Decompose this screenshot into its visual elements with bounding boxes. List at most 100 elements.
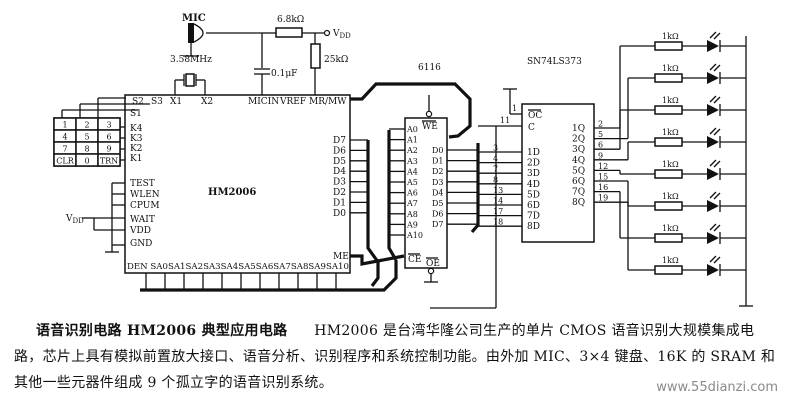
latch-pinnum-out: 15: [598, 173, 608, 182]
mic-bias-network: 6.8kΩ VDD 25kΩ 0.1μF: [254, 15, 351, 95]
sram-pin-a3: A3: [406, 157, 418, 166]
address-bus-drops: [145, 273, 337, 290]
hm2006-pin-d2: D2: [333, 188, 346, 198]
latch-pin-oc: OC: [528, 111, 542, 121]
pin-k2: K2: [130, 144, 142, 154]
sram-data-pin-d6: D6: [432, 210, 444, 219]
led-resistor: [654, 233, 683, 243]
pin-vdd: VDD: [129, 226, 151, 236]
caption-body: HM2006 是台湾华隆公司生产的单片 CMOS 语音识别大规模集成电路，芯片上…: [14, 323, 776, 391]
sram-6116: 6116 A0A1A2A3A4A5A6A7A8A9A10D0D1D2D3D4D5…: [389, 63, 478, 283]
led-resistor-label: 1kΩ: [662, 192, 679, 201]
pin-gnd: GND: [130, 239, 152, 249]
latch-pinnum-out: 6: [598, 141, 603, 150]
sram-oe-pin: OE: [426, 259, 440, 269]
latch-pinnum-oc: 1: [512, 104, 517, 113]
latch-pinnum-in: 14: [493, 197, 503, 206]
latch-pin-5d: 5D: [527, 190, 540, 200]
pin-k1: K1: [130, 154, 142, 164]
sram-body: [404, 117, 448, 269]
crystal: 3.58MHz: [170, 55, 212, 95]
sram-pin-a4: A4: [406, 167, 418, 176]
led-resistor-label: 1kΩ: [662, 128, 679, 137]
latch-pin-4q: 4Q: [572, 156, 585, 166]
latch-pin-6d: 6D: [527, 201, 540, 211]
led-resistor-label: 1kΩ: [662, 32, 679, 41]
pin-k3: K3: [130, 134, 143, 144]
key-8: 8: [84, 145, 89, 154]
left-wiring: VDD: [65, 182, 125, 253]
sram-we-pin: WE: [422, 122, 438, 132]
led-resistor: [654, 265, 683, 275]
led-resistor: [654, 41, 683, 51]
pin-vref: VREF: [279, 97, 306, 107]
latch-pinnum-out: 16: [598, 183, 608, 192]
key-2: 2: [84, 121, 89, 130]
pin-me: ME: [333, 252, 349, 262]
latch-pin-4d: 4D: [527, 180, 540, 190]
led-icon: [707, 104, 719, 116]
keypad-wiring: [61, 97, 150, 161]
led-resistor-label: 1kΩ: [662, 256, 679, 265]
sram-pin-a7: A7: [406, 199, 418, 208]
latch-pinnum-out: 2: [598, 120, 603, 129]
latch-pin-2q: 2Q: [572, 135, 585, 145]
key-7: 7: [62, 145, 67, 154]
pin-x2: X2: [201, 97, 213, 107]
led-resistor-label: 1kΩ: [662, 96, 679, 105]
sram-data-pin-d1: D1: [432, 157, 444, 166]
latch-pin-1q: 1Q: [572, 124, 585, 134]
sram-pin-a6: A6: [406, 189, 418, 198]
crystal-label: 3.58MHz: [170, 55, 212, 65]
microphone: MIC: [182, 13, 262, 57]
led-resistor-label: 1kΩ: [662, 160, 679, 169]
caption-title: 语音识别电路 HM2006 典型应用电路: [36, 323, 288, 339]
led-resistor: [654, 169, 683, 179]
pin-micin: MICIN: [248, 97, 279, 107]
led-icon: [707, 72, 719, 84]
watermark: www.55dianzi.com: [656, 380, 778, 395]
latch-pinnum-c: 11: [500, 116, 510, 125]
latch-pinnum-in: 17: [493, 207, 503, 216]
pin-cpum: CPUM: [130, 201, 160, 211]
led-icon: [707, 200, 719, 212]
pin-x1: X1: [170, 97, 182, 107]
latch-pin-3q: 3Q: [572, 145, 585, 155]
latch-pin-6q: 6Q: [572, 177, 585, 187]
pin-s2: S2: [132, 97, 144, 107]
hm2006-body: [124, 94, 351, 274]
sram-data-pin-d3: D3: [432, 178, 444, 187]
pin-test: TEST: [130, 179, 155, 189]
me-bus: [350, 254, 405, 266]
pin-s1: S1: [130, 109, 142, 119]
led-resistor: [654, 105, 683, 115]
hm2006-pin-d1: D1: [333, 198, 346, 208]
resistor-25k: [310, 43, 321, 69]
hm2006-pin-d4: D4: [333, 167, 346, 177]
key-5: 5: [84, 133, 89, 142]
sram-data-pin-d0: D0: [432, 146, 444, 155]
hm2006-name: HM2006: [208, 187, 256, 198]
r-6k8-label: 6.8kΩ: [277, 15, 304, 25]
hm2006-chip: HM2006 S2 S3 X1 X2 MICIN VREF MR/MW S1 K…: [124, 94, 368, 274]
pin-mrmw: MR/MW: [309, 97, 347, 107]
latch-pinnum-out: 9: [598, 151, 603, 160]
latch-pinnum-out: 19: [598, 194, 608, 203]
sram-pin-a9: A9: [406, 220, 418, 229]
pin-wait: WAIT: [130, 215, 155, 225]
cap-label: 0.1μF: [271, 69, 297, 79]
hm2006-pin-d3: D3: [333, 178, 346, 188]
hm2006-pin-d0: D0: [333, 209, 346, 219]
led-icon: [707, 232, 719, 244]
hm2006-schematic: MIC 6.8kΩ VDD 25kΩ 0.1μF 3.58MHz: [53, 13, 753, 309]
latch-name: SN74LS373: [527, 57, 582, 67]
sram-name: 6116: [418, 63, 441, 73]
vdd-left-label: VDD: [65, 214, 84, 225]
key-6: 6: [106, 133, 111, 142]
caption: 语音识别电路 HM2006 典型应用电路 HM2006 是台湾华隆公司生产的单片…: [14, 318, 776, 396]
sram-pin-a2: A2: [406, 146, 418, 155]
latch-pin-3d: 3D: [527, 169, 540, 179]
sram-data-pin-d4: D4: [432, 188, 444, 197]
sram-pin-a8: A8: [406, 210, 418, 219]
